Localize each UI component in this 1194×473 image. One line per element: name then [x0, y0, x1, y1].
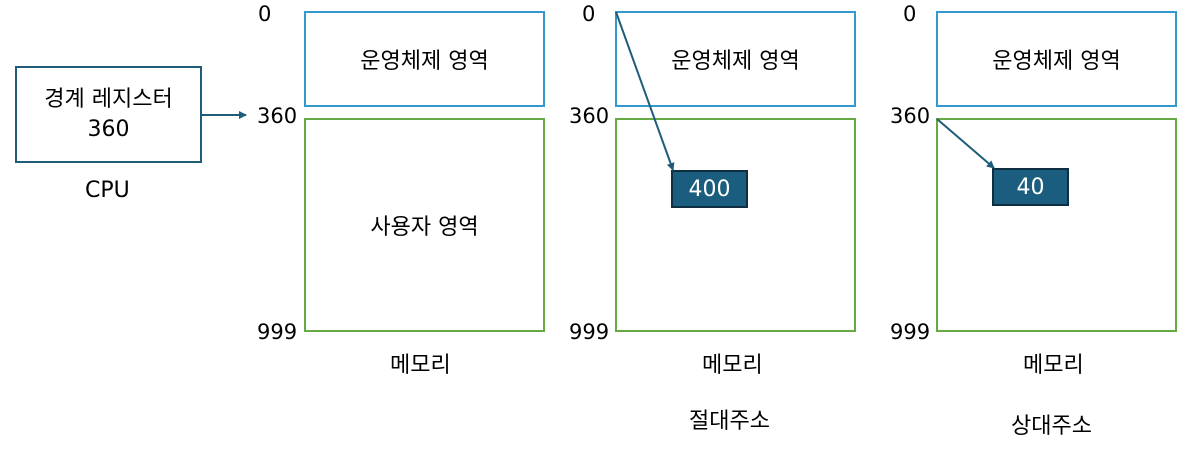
panel2-os-area: 운영체제 영역 — [615, 11, 856, 107]
absolute-address-arrow — [615, 11, 675, 171]
panel2-address-value: 400 — [671, 170, 748, 208]
panel2-address-value-label: 400 — [688, 176, 731, 202]
panel2-addr-boundary: 360 — [569, 104, 610, 128]
boundary-register: 경계 레지스터 360 — [15, 66, 202, 163]
panel2-addr-top: 0 — [582, 2, 596, 26]
panel3-user-area — [936, 118, 1177, 332]
panel3-addr-bottom: 999 — [890, 320, 931, 344]
panel1-addr-bottom: 999 — [257, 320, 298, 344]
panel3-os-area: 운영체제 영역 — [936, 11, 1177, 107]
panel1-os-area: 운영체제 영역 — [304, 11, 545, 107]
boundary-register-label: 경계 레지스터 — [44, 86, 173, 112]
panel3-addr-boundary: 360 — [890, 104, 931, 128]
panel1-user-area-label: 사용자 영역 — [370, 215, 479, 240]
panel3-caption: 메모리 — [1023, 353, 1084, 378]
panel3-address-value: 40 — [992, 168, 1069, 206]
panel3-address-value-label: 40 — [1016, 174, 1045, 200]
cpu-caption: CPU — [85, 178, 130, 203]
panel2-addr-bottom: 999 — [569, 320, 610, 344]
panel3-subcaption: 상대주소 — [1011, 414, 1092, 439]
panel1-addr-boundary: 360 — [257, 104, 298, 128]
panel1-os-area-label: 운영체제 영역 — [360, 49, 489, 74]
panel2-os-area-label: 운영체제 영역 — [671, 49, 800, 74]
panel3-addr-top: 0 — [903, 2, 917, 26]
panel2-caption: 메모리 — [702, 353, 763, 378]
panel1-addr-top: 0 — [258, 2, 272, 26]
panel1-caption: 메모리 — [390, 353, 451, 378]
panel2-user-area — [615, 118, 856, 332]
boundary-register-value: 360 — [87, 116, 130, 142]
panel1-user-area: 사용자 영역 — [304, 118, 545, 332]
panel3-os-area-label: 운영체제 영역 — [992, 49, 1121, 74]
panel2-subcaption: 절대주소 — [689, 409, 770, 434]
relative-address-arrow — [936, 118, 995, 169]
